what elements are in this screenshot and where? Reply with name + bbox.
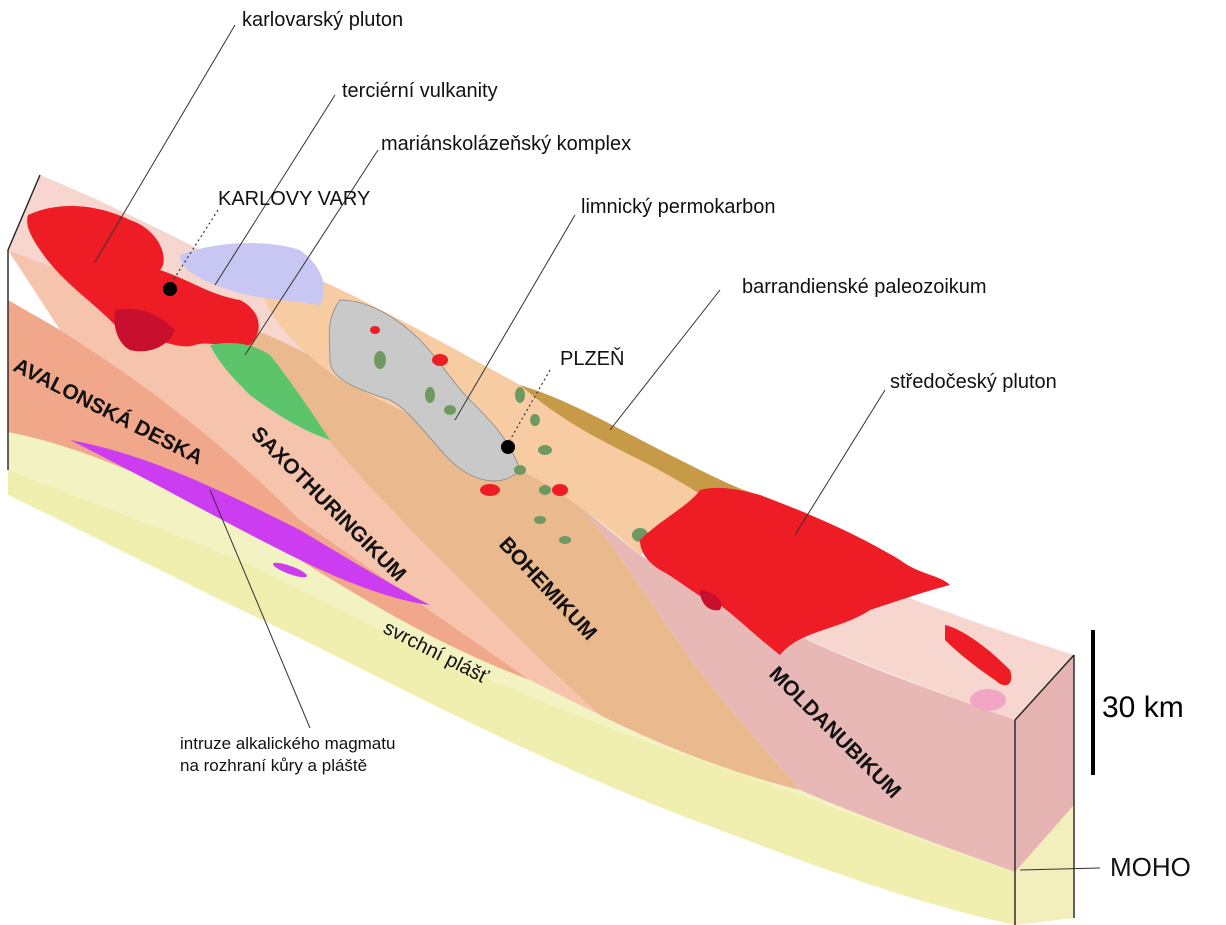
pink-east-body [970, 689, 1006, 711]
label-stredocesky-pluton: středočeský pluton [890, 371, 1057, 393]
label-karlovy-vary: KARLOVY VARY [218, 188, 370, 210]
leader-stredocesky [795, 390, 885, 535]
label-tercierni-vulkanity: terciérní vulkanity [342, 80, 498, 102]
label-plzen: PLZEŇ [560, 347, 624, 370]
label-moho: MOHO [1110, 852, 1191, 882]
label-scale: 30 km [1102, 691, 1184, 724]
label-intruze-line1: intruze alkalického magmatu [180, 734, 395, 753]
label-limnicky-permokarbon: limnický permokarbon [581, 196, 776, 218]
plzen-dot [501, 440, 515, 454]
label-marianskolazensky-komplex: mariánskolázeňský komplex [381, 133, 631, 155]
leader-barrandien [610, 290, 720, 430]
label-intruze-line2: na rozhraní kůry a pláště [180, 756, 367, 775]
leader-karlovarsky [95, 25, 235, 262]
label-barrandienske-paleozoikum: barrandienské paleozoikum [742, 276, 987, 298]
label-karlovarsky-pluton: karlovarský pluton [242, 9, 403, 31]
karlovy-vary-dot [163, 282, 177, 296]
